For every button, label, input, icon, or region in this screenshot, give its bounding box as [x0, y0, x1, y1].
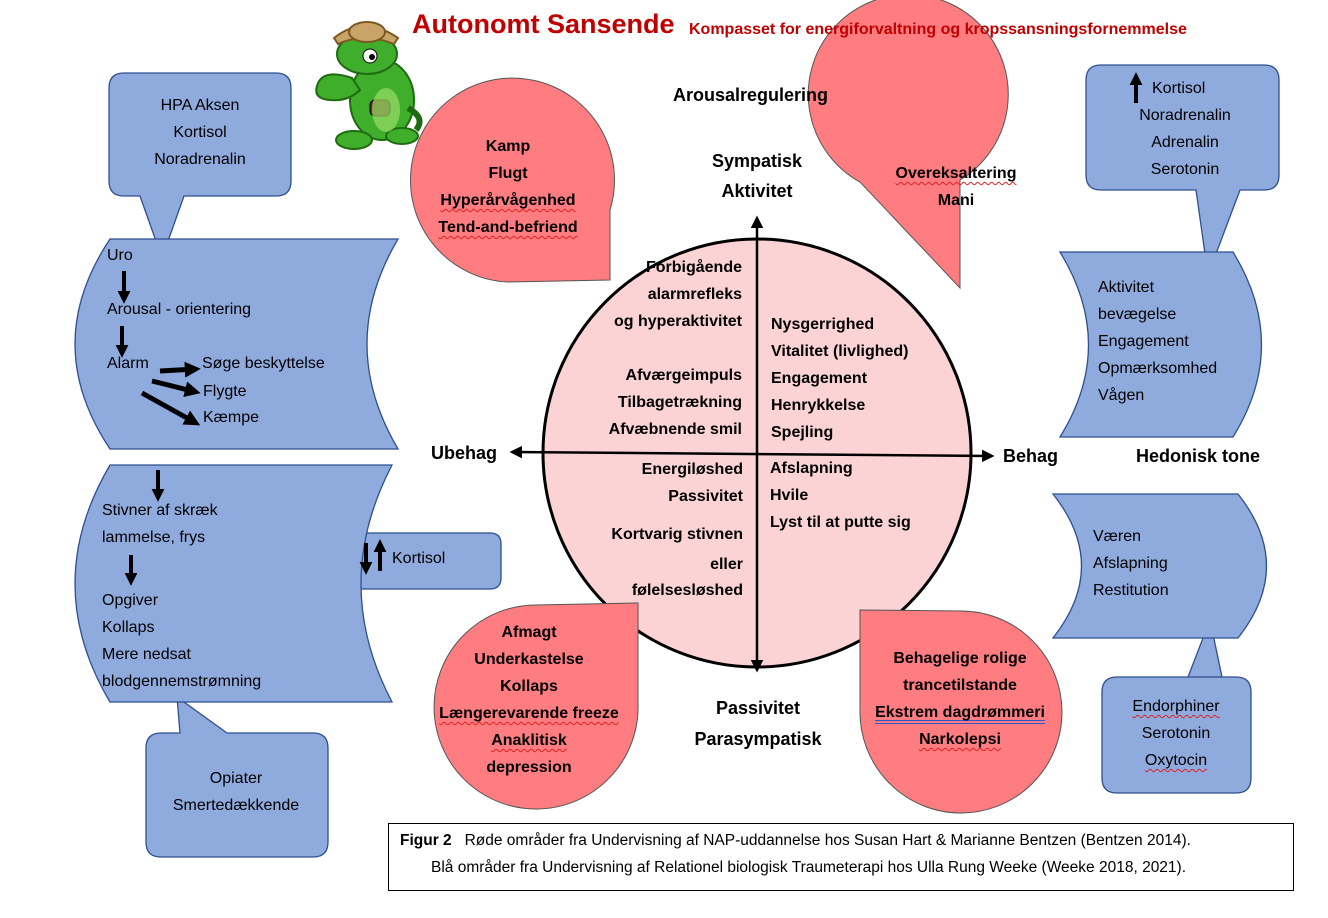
red-bubble-bottom-right — [859, 609, 1063, 814]
scroll-left-top — [74, 238, 400, 450]
red-bubble-top-right — [807, 0, 1009, 290]
horizontal-axis — [509, 445, 995, 463]
endorphins-callout-text: Endorphiner Serotonin Oxytocin — [1132, 698, 1220, 769]
east-label: Behag — [1003, 446, 1059, 466]
hpa-callout — [108, 72, 292, 260]
west-label: Ubehag — [431, 443, 498, 463]
red-bubble-bottom-left — [433, 602, 639, 810]
scroll-right-top — [1058, 251, 1263, 438]
caption-label: Figur 2 — [400, 832, 452, 849]
scroll-left-bottom — [74, 464, 394, 703]
crocodile-mascot — [315, 21, 423, 150]
kortisol-small-text: Kortisol — [392, 550, 446, 567]
red-bubble-top-left — [410, 77, 615, 283]
hormones-first: Kortisol — [1152, 80, 1206, 97]
hormones-callout — [1085, 64, 1280, 276]
arrow-right-icon — [140, 390, 201, 426]
sub-title: Kompasset for energiforvaltning og krops… — [689, 21, 1187, 38]
endorphins-callout — [1101, 617, 1252, 794]
scroll-right-bottom — [1051, 493, 1268, 639]
arrow-right-icon — [151, 378, 201, 398]
red-bubble-top-right-text: Overeksaltering Mani — [895, 165, 1017, 209]
figure-caption: Figur 2 Røde områder fra Undervisning af… — [388, 823, 1294, 891]
opiates-callout — [145, 695, 329, 858]
scroll-branch-3: Kæmpe — [203, 409, 260, 426]
caption-line1: Røde områder fra Undervisning af NAP-udd… — [464, 832, 1191, 849]
scroll-alarm: Alarm — [107, 355, 149, 372]
arousal-label: Arousalregulering — [673, 85, 829, 105]
arrow-right-icon — [159, 361, 201, 378]
hedonic-label: Hedonisk tone — [1136, 446, 1261, 466]
scroll-branch-1: Søge beskyttelse — [202, 355, 325, 372]
caption-line2: Blå områder fra Undervisning af Relation… — [431, 859, 1187, 876]
scroll-branch-2: Flygte — [203, 383, 247, 400]
scroll-uro: Uro — [107, 247, 133, 264]
main-title: Autonomt Sansende — [412, 9, 675, 39]
scroll-arousal: Arousal - orientering — [107, 301, 252, 318]
